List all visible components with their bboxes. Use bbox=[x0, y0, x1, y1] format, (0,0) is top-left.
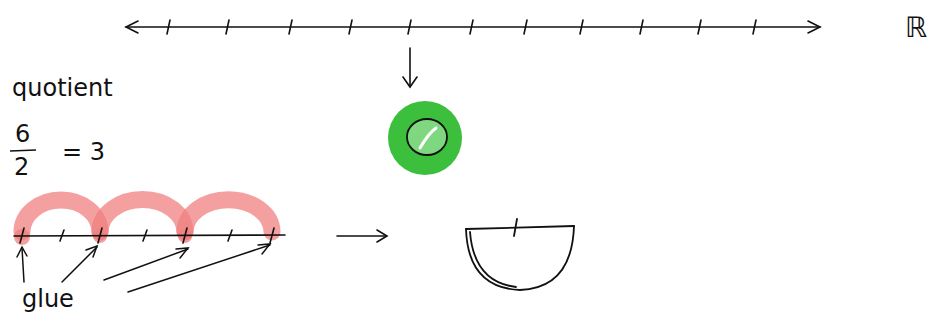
glue-pointers bbox=[17, 244, 270, 292]
result-arrow bbox=[337, 230, 387, 242]
glue-points bbox=[14, 229, 192, 245]
denominator: 2 bbox=[14, 155, 29, 179]
fraction-bar bbox=[10, 150, 36, 151]
real-line bbox=[126, 20, 820, 34]
half-circle bbox=[466, 219, 574, 290]
glue-arcs bbox=[22, 200, 272, 232]
set-symbol: ℝ bbox=[905, 14, 927, 42]
segment bbox=[14, 228, 285, 243]
glue-note: glue bbox=[22, 287, 74, 311]
numerator: 6 bbox=[15, 122, 30, 146]
circle-quotient bbox=[388, 101, 462, 175]
map-arrow bbox=[403, 48, 417, 87]
result: = 3 bbox=[62, 140, 105, 164]
operation-note: quotient bbox=[12, 76, 113, 100]
